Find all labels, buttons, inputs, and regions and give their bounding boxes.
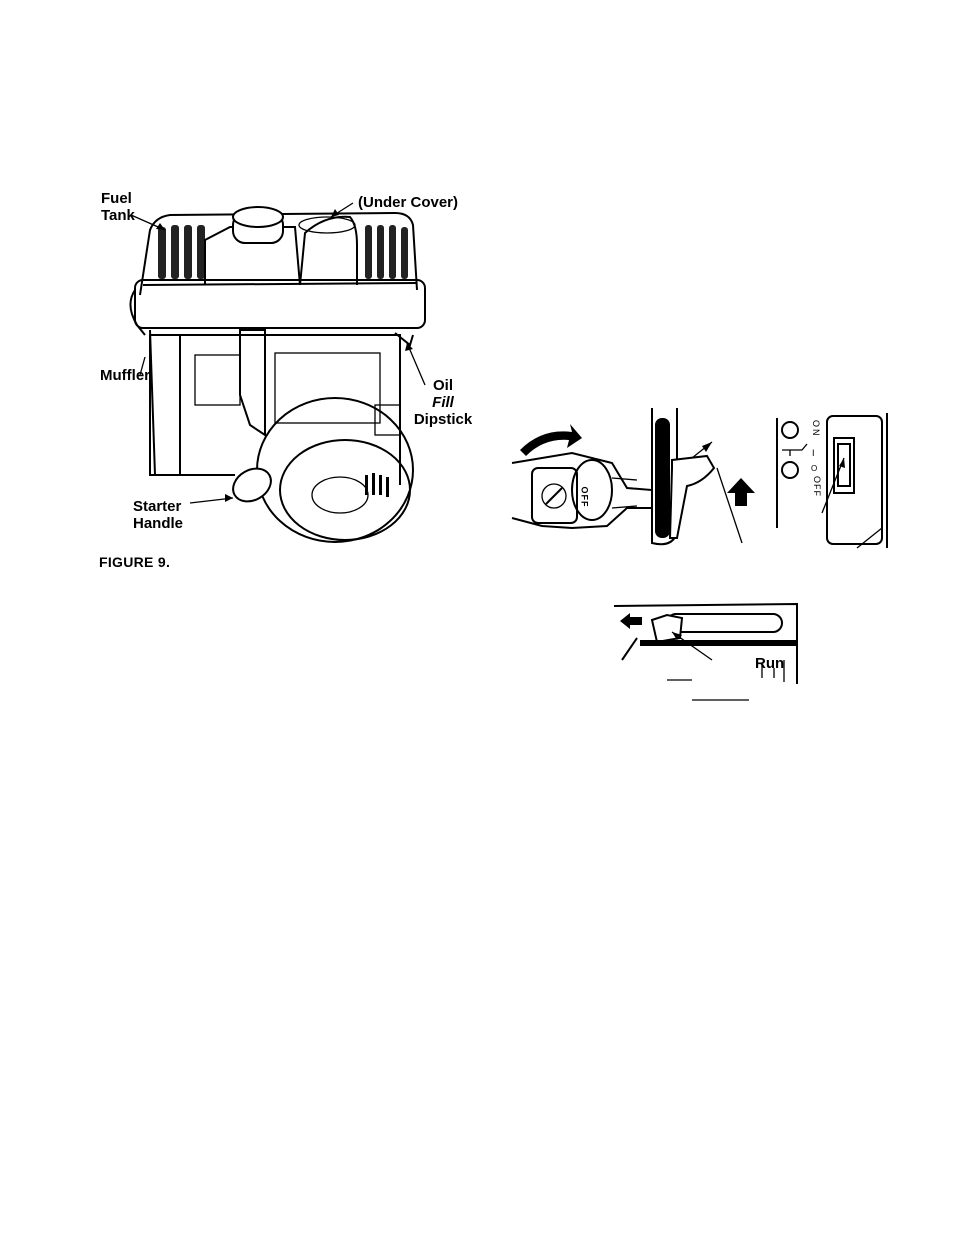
fuel-tank-label-line2: Tank [101, 207, 135, 224]
starter-label-line2: Handle [133, 515, 183, 532]
oil-fill-label-line1: Oil [411, 377, 475, 394]
switch-off-text: OFF [812, 476, 822, 497]
fuel-tank-label-line1: Fuel [101, 190, 135, 207]
starter-label-line1: Starter [133, 498, 183, 515]
controls-illustration [512, 408, 897, 553]
fuel-valve-panel [512, 424, 652, 528]
switch-mark-off: O [811, 464, 817, 473]
throttle-lever-panel [652, 408, 755, 544]
oil-fill-label-line3: Dipstick [411, 411, 475, 428]
oil-fill-label-line2: Fill [411, 394, 475, 411]
starter-handle-label: Starter Handle [133, 498, 183, 532]
under-cover-label: (Under Cover) [358, 194, 458, 211]
oil-fill-dipstick-label: Oil Fill Dipstick [411, 377, 475, 428]
switch-mark-on: I [812, 448, 815, 458]
muffler-label: Muffler [100, 367, 150, 384]
on-off-switch-panel [777, 413, 887, 548]
figure-9-caption: FIGURE 9. [99, 554, 170, 570]
run-label: Run [755, 655, 784, 672]
figure-9: Fuel Tank (Under Cover) Muffler Oil Fill… [95, 185, 480, 580]
fuel-valve-off-text: OFF [580, 487, 590, 508]
controls-figure: OFF ON I OFF O [512, 408, 897, 553]
switch-on-text: ON [811, 420, 821, 438]
fuel-tank-label: Fuel Tank [101, 190, 135, 224]
throttle-slider-figure: Run [612, 600, 802, 710]
